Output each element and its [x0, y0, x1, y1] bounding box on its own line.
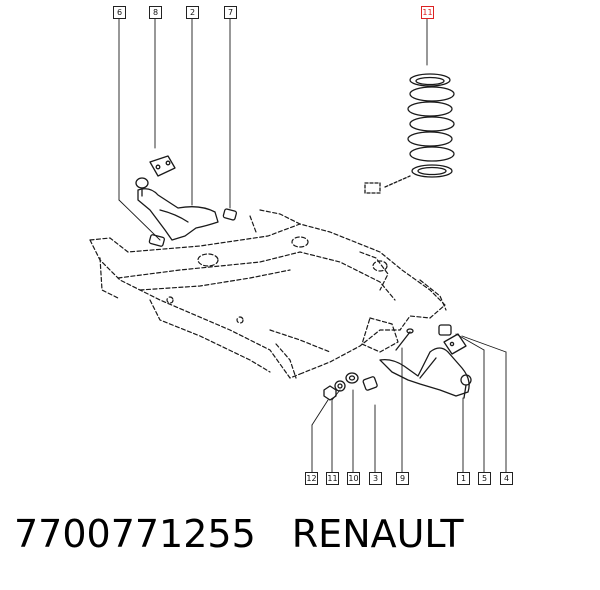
mounting-bracket: [443, 333, 467, 355]
part-caption: 7700771255 RENAULT: [14, 512, 594, 572]
bushings: [148, 208, 452, 391]
plate-part: [149, 155, 176, 177]
bolt: [395, 328, 414, 351]
callout-7: 7: [224, 6, 237, 19]
coil-spring: [407, 73, 455, 178]
upper-control-arm: [135, 177, 219, 241]
leader-lines: [118, 17, 507, 477]
callout-4: 4: [500, 472, 513, 485]
diagram-drawing: [89, 17, 507, 477]
callout-11-spring: 11: [421, 6, 434, 19]
callout-6: 6: [113, 6, 126, 19]
callout-9: 9: [396, 472, 409, 485]
brand-name: RENAULT: [291, 512, 464, 556]
callout-1: 1: [457, 472, 470, 485]
exploded-parts-diagram: [89, 17, 507, 477]
callout-11: 11: [326, 472, 339, 485]
callout-8: 8: [149, 6, 162, 19]
callout-5: 5: [478, 472, 491, 485]
callout-2: 2: [186, 6, 199, 19]
callout-12: 12: [305, 472, 318, 485]
spring-seat-dashed: [364, 175, 411, 194]
callout-10: 10: [347, 472, 360, 485]
fasteners: [323, 372, 359, 401]
subframe: [89, 209, 447, 379]
lower-control-arm: [379, 347, 472, 399]
part-number: 7700771255: [14, 512, 256, 556]
callout-3: 3: [369, 472, 382, 485]
